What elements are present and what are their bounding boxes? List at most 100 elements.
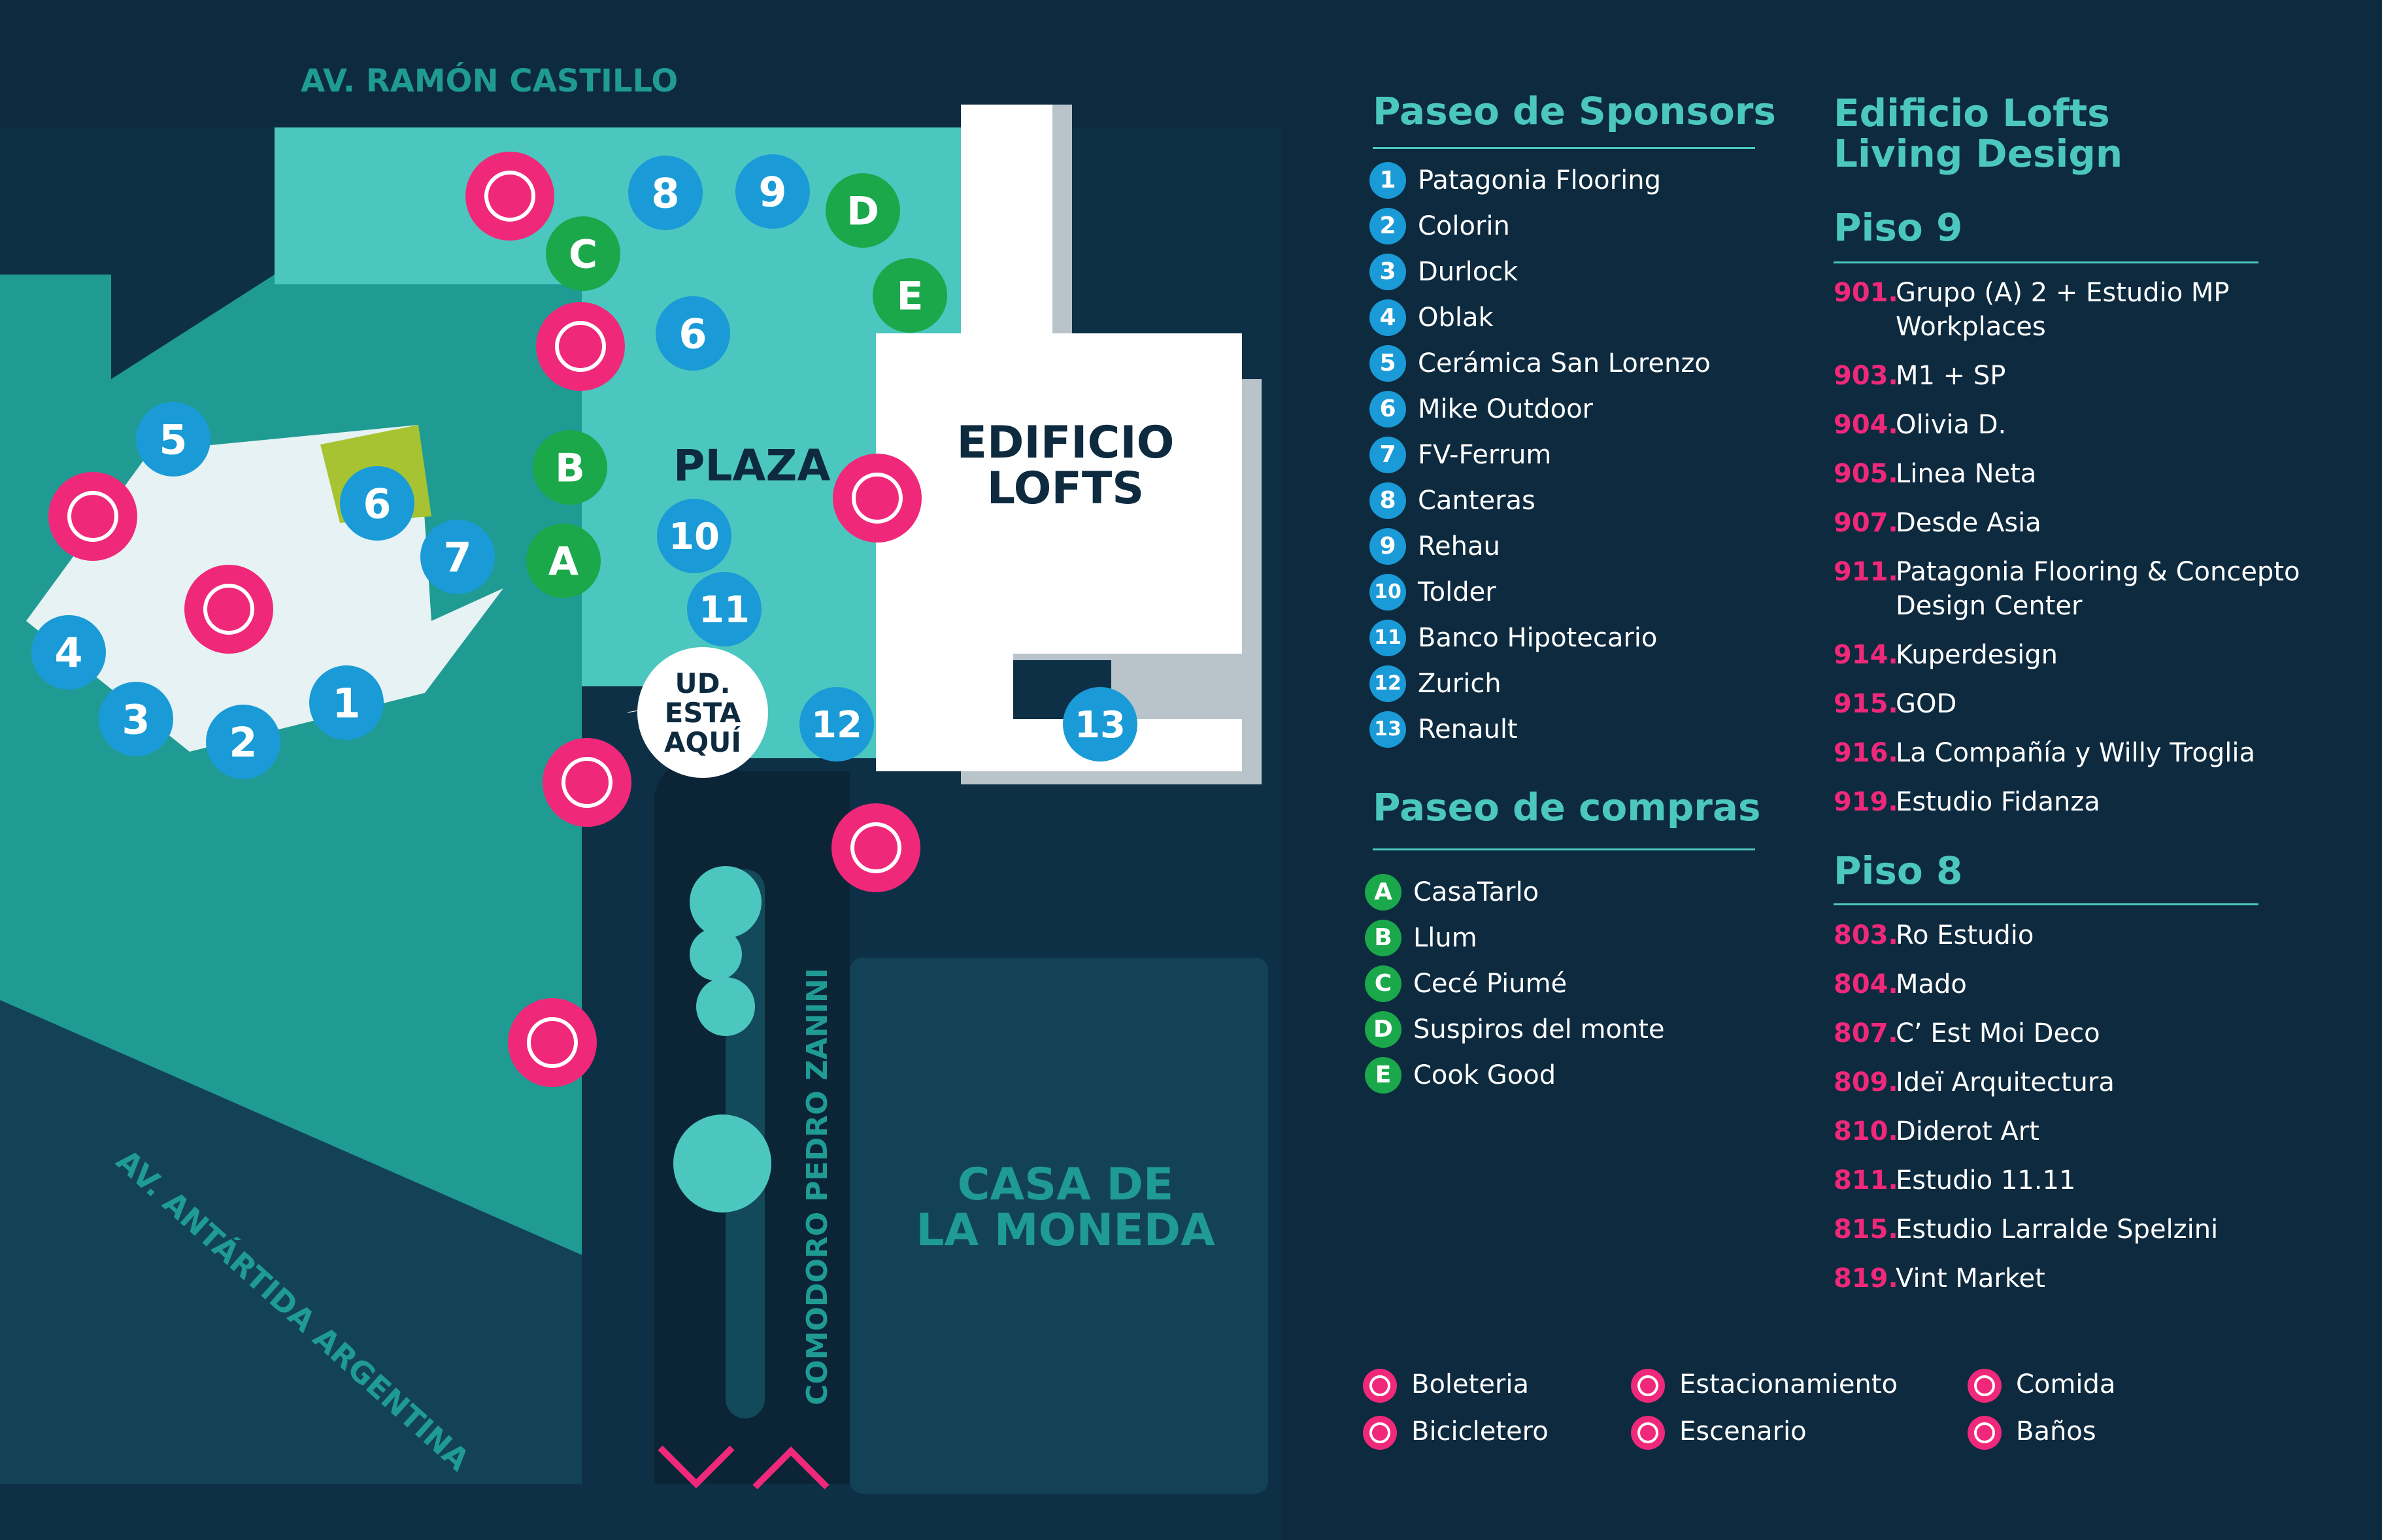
list-item: 9 Rehau: [1369, 528, 1500, 565]
sponsor-badge: 2: [1369, 208, 1406, 244]
svg-text:1: 1: [332, 679, 360, 727]
piso9-rule: [1834, 261, 2258, 263]
room-label: Estudio 11.11: [1896, 1163, 2075, 1197]
room-number: 901.: [1834, 278, 1898, 308]
room-number: 915.: [1834, 689, 1898, 719]
room-number: 811.: [1834, 1165, 1898, 1196]
sponsor-badge: 13: [1369, 711, 1406, 748]
svg-text:11: 11: [699, 589, 750, 631]
room-item: 807.C’ Est Moi Deco: [1834, 1016, 2100, 1050]
restroom-icon: [465, 152, 554, 241]
piso8-rule: [1834, 903, 2258, 905]
room-number: 907.: [1834, 508, 1898, 538]
food-icon: [1968, 1369, 2002, 1403]
room-label-line1: Estudio Larralde Spelzini: [1896, 1214, 2219, 1245]
room-label-line1: Estudio Fidanza: [1896, 787, 2100, 817]
shop-badge: D: [1365, 1011, 1401, 1048]
sponsor-marker-13: 13: [1063, 687, 1137, 762]
room-label: M1 + SP: [1896, 359, 2005, 393]
room-label-line1: Olivia D.: [1896, 410, 2007, 440]
room-label-line1: C’ Est Moi Deco: [1896, 1018, 2100, 1048]
room-number: 809.: [1834, 1067, 1898, 1097]
room-label: Ideï Arquitectura: [1896, 1065, 2115, 1099]
room-label-line1: Diderot Art: [1896, 1116, 2039, 1147]
plaza-label: PLAZA: [673, 441, 830, 491]
room-label: Ro Estudio: [1896, 918, 2034, 952]
parking-icon: [508, 998, 597, 1087]
room-label-line1: GOD: [1896, 689, 1957, 719]
svg-text:2: 2: [229, 718, 257, 766]
food-icon: [48, 472, 137, 561]
room-item: 914.Kuperdesign: [1834, 638, 2058, 672]
list-item: 1 Patagonia Flooring: [1369, 162, 1661, 199]
sponsor-marker-6: 6: [340, 466, 414, 541]
sponsor-marker-8: 8: [628, 156, 703, 230]
sponsor-label: Patagonia Flooring: [1418, 165, 1661, 195]
room-label: Kuperdesign: [1896, 638, 2058, 672]
svg-text:A: A: [548, 539, 579, 585]
svg-text:13: 13: [1075, 704, 1126, 746]
sponsor-marker-12: 12: [799, 687, 874, 762]
sponsor-label: Rehau: [1418, 531, 1500, 561]
shop-marker-A: A: [526, 524, 601, 598]
room-label: Linea Neta: [1896, 457, 2036, 491]
room-item: 804.Mado: [1834, 967, 1967, 1001]
sponsor-badge: 3: [1369, 254, 1406, 290]
parking-icon: [1631, 1369, 1665, 1403]
room-number: 804.: [1834, 969, 1898, 999]
shop-label: Cook Good: [1413, 1060, 1556, 1090]
svg-text:D: D: [847, 189, 879, 235]
stage-icon: [1631, 1416, 1665, 1450]
room-item: 919.Estudio Fidanza: [1834, 785, 2100, 819]
sponsor-marker-6: 6: [656, 296, 730, 371]
room-label: Estudio Fidanza: [1896, 785, 2100, 819]
sponsor-marker-7: 7: [420, 520, 495, 594]
sponsor-badge: 12: [1369, 665, 1406, 702]
legend-item: Boleteria: [1363, 1366, 1529, 1403]
sponsor-label: Cerámica San Lorenzo: [1418, 348, 1711, 378]
legend-item: Estacionamiento: [1631, 1366, 1898, 1403]
svg-text:9: 9: [758, 168, 786, 216]
room-number: 911.: [1834, 557, 1898, 587]
legend-item: Comida: [1968, 1366, 2115, 1403]
sponsor-badge: 1: [1369, 162, 1406, 199]
sponsor-badge: 9: [1369, 528, 1406, 565]
sponsor-marker-5: 5: [136, 402, 210, 477]
room-label-line1: Estudio 11.11: [1896, 1165, 2076, 1196]
room-label-line2: Workplaces: [1896, 312, 2046, 342]
room-number: 903.: [1834, 361, 1898, 391]
casa-label-2: LA MONEDA: [916, 1205, 1215, 1256]
edificio-lofts-building: [876, 105, 1242, 771]
sponsor-badge: 10: [1369, 574, 1406, 611]
casa-moneda-block: [850, 958, 1268, 1494]
room-item: 905.Linea Neta: [1834, 457, 2036, 491]
street-center: COMODORO PEDRO ZANINI: [801, 968, 834, 1405]
room-label: Desde Asia: [1896, 506, 2041, 540]
shop-marker-B: B: [533, 430, 607, 505]
shop-badge: B: [1365, 920, 1401, 956]
legend-label: Comida: [2016, 1369, 2116, 1399]
sponsor-badge: 6: [1369, 391, 1406, 427]
casa-label-1: CASA DE: [958, 1159, 1174, 1211]
shop-label: Llum: [1413, 923, 1477, 953]
legend-label: Estacionamiento: [1679, 1369, 1898, 1399]
lofts-title-2: Living Design: [1834, 131, 2123, 176]
room-item: 811.Estudio 11.11: [1834, 1163, 2075, 1197]
room-label: Olivia D.: [1896, 408, 2006, 442]
room-item: 815.Estudio Larralde Spelzini: [1834, 1213, 2218, 1247]
shop-badge: A: [1365, 874, 1401, 911]
room-label-line1: Linea Neta: [1896, 459, 2037, 489]
sponsor-badge: 11: [1369, 620, 1406, 656]
sponsor-marker-2: 2: [206, 705, 280, 779]
svg-text:B: B: [555, 446, 585, 492]
lofts-title-1: Edificio Lofts: [1834, 91, 2110, 135]
